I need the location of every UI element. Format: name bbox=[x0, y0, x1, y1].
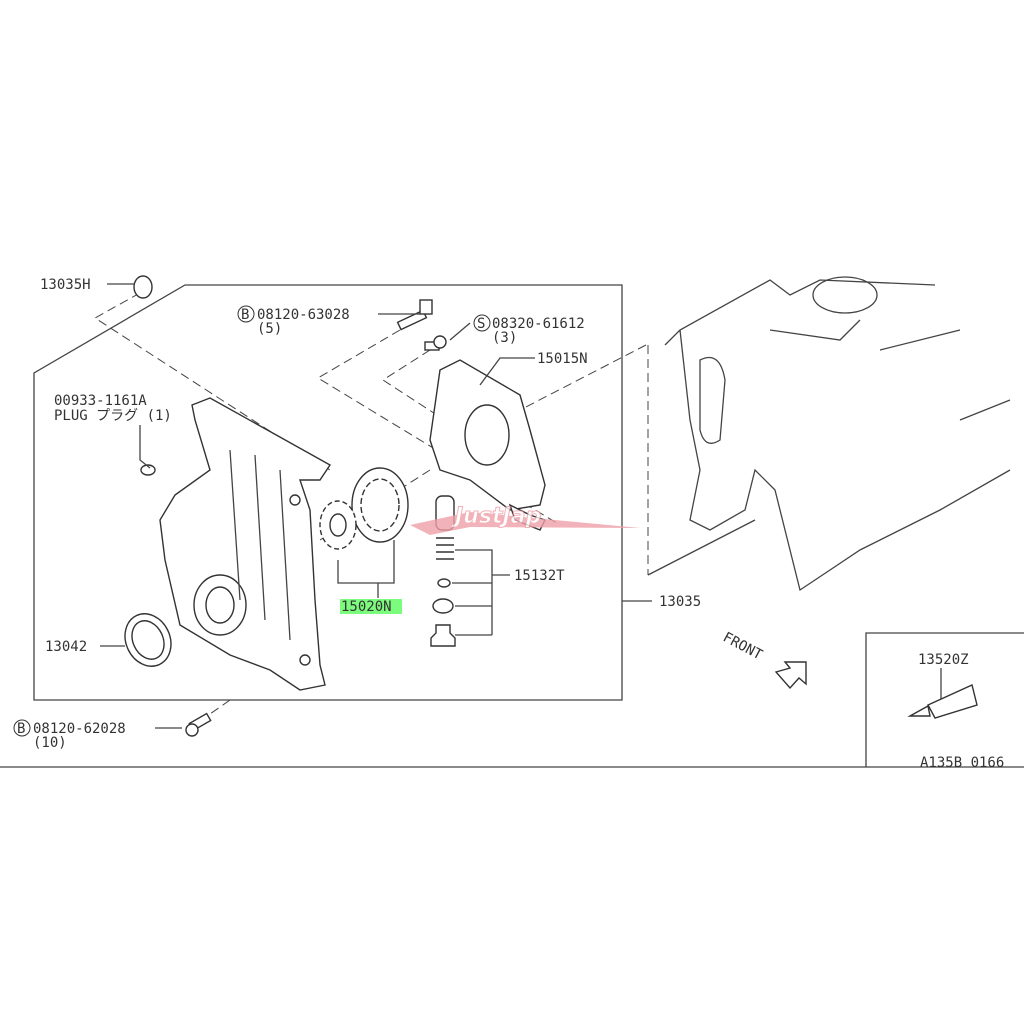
svg-text:PLUG プラグ (1): PLUG プラグ (1) bbox=[54, 408, 172, 424]
assembly-frame bbox=[33, 284, 623, 701]
sealant-tube-13520z[interactable] bbox=[907, 684, 978, 719]
callout-plug[interactable]: 00933-1161A PLUG プラグ (1) bbox=[54, 393, 172, 424]
label-13042[interactable]: 13042 bbox=[45, 639, 87, 655]
front-direction-label: FRONT bbox=[720, 629, 765, 663]
svg-text:00933-1161A: 00933-1161A bbox=[54, 393, 147, 409]
callout-bolt-b[interactable]: B 08120-63028 (5) bbox=[237, 305, 350, 337]
rotor-set-15020n[interactable] bbox=[319, 467, 409, 550]
plug-00933-1161a[interactable] bbox=[140, 464, 156, 476]
svg-text:08120-62028: 08120-62028 bbox=[33, 721, 126, 737]
svg-text:JustJap: JustJap bbox=[451, 504, 541, 529]
sealant-box bbox=[865, 632, 1024, 767]
pump-housing-15015n[interactable] bbox=[429, 359, 546, 531]
bolt-symbol-icon bbox=[13, 719, 31, 737]
svg-text:(5): (5) bbox=[257, 321, 282, 337]
guide-line bbox=[94, 292, 331, 471]
svg-text:08320-61612: 08320-61612 bbox=[492, 316, 585, 332]
bolt-symbol-icon bbox=[237, 305, 255, 323]
label-13035h[interactable]: 13035H bbox=[40, 277, 91, 293]
front-cover-13035[interactable] bbox=[159, 397, 332, 691]
label-13035[interactable]: 13035 bbox=[659, 594, 701, 610]
highlight-15020n bbox=[340, 599, 402, 614]
screw-symbol-icon bbox=[473, 314, 491, 332]
svg-text:08120-63028: 08120-63028 bbox=[257, 307, 350, 323]
guide-line bbox=[319, 344, 647, 541]
drawing-code: A135B 0166 bbox=[920, 755, 1004, 771]
guide-line bbox=[189, 699, 231, 729]
front-arrow-icon bbox=[774, 661, 807, 690]
seal-13042[interactable] bbox=[117, 606, 180, 674]
svg-text:B: B bbox=[241, 307, 249, 323]
svg-text:S: S bbox=[477, 316, 485, 332]
engine-block-outline bbox=[664, 276, 1011, 592]
callout-screw-s[interactable]: S 08320-61612 (3) bbox=[473, 314, 585, 346]
bolt-08120-62028[interactable] bbox=[185, 712, 212, 737]
label-13520z[interactable]: 13520Z bbox=[918, 652, 969, 668]
screw-08320-61612[interactable] bbox=[424, 335, 447, 351]
label-15020n[interactable]: 15020N bbox=[341, 599, 392, 615]
label-15015n[interactable]: 15015N bbox=[537, 351, 588, 367]
guide-line bbox=[647, 519, 756, 576]
callout-bolt-b2[interactable]: B 08120-62028 (10) bbox=[13, 719, 126, 751]
svg-text:B: B bbox=[17, 721, 25, 737]
justjap-watermark: JustJap bbox=[410, 504, 640, 535]
svg-text:(10): (10) bbox=[33, 735, 67, 751]
bolt-08120-63028[interactable] bbox=[396, 299, 433, 331]
svg-text:(3): (3) bbox=[492, 330, 517, 346]
label-15132t[interactable]: 15132T bbox=[514, 568, 565, 584]
gasket-13035h[interactable] bbox=[133, 275, 153, 299]
